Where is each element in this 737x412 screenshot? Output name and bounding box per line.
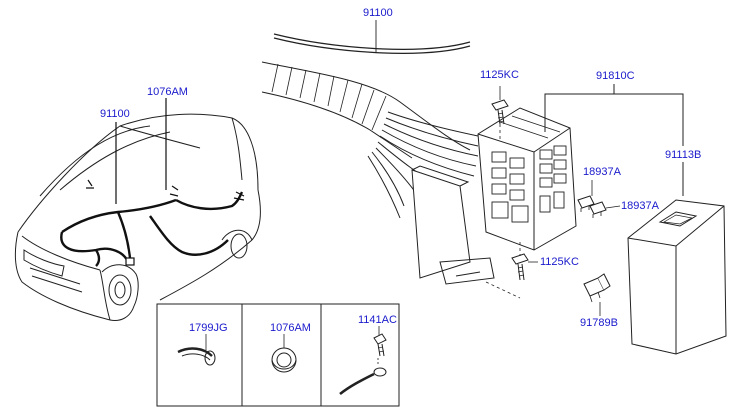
callout-1125kc-top[interactable]: 1125KC (480, 69, 519, 81)
car-harness (60, 191, 244, 267)
callout-18937a-top[interactable]: 18937A (583, 166, 621, 178)
bolt-bottom (511, 253, 538, 281)
callout-1125kc-bottom[interactable]: 1125KC (540, 256, 579, 268)
mini-fuse (583, 273, 611, 316)
grommet-part (271, 334, 297, 373)
main-harness-bundle (261, 20, 479, 219)
car-outline (14, 113, 261, 321)
callout-91100-car-harness[interactable]: 91100 (100, 108, 130, 120)
callout-1799jg-clip[interactable]: 1799JG (189, 322, 228, 334)
fuse-pair (577, 180, 621, 218)
callout-1141ac-ground-bolt[interactable]: 1141AC (358, 314, 397, 326)
callout-91113b-cover[interactable]: 91113B (665, 149, 702, 161)
callout-91789b-mini-fuse[interactable]: 91789B (580, 317, 618, 329)
box-cover (627, 199, 727, 355)
ground-bolt-part (339, 326, 387, 396)
callout-18937a-right[interactable]: 18937A (621, 200, 659, 212)
callout-91810c-junction-box[interactable]: 91810C (596, 70, 635, 82)
bolt-top (491, 86, 509, 125)
junction-box (411, 107, 577, 285)
clip-part (177, 334, 216, 366)
callout-1076am-car[interactable]: 1076AM (147, 86, 188, 98)
callout-91100-main-harness[interactable]: 91100 (363, 7, 393, 19)
inset-box (156, 303, 400, 407)
callout-1076am-grommet[interactable]: 1076AM (270, 322, 311, 334)
